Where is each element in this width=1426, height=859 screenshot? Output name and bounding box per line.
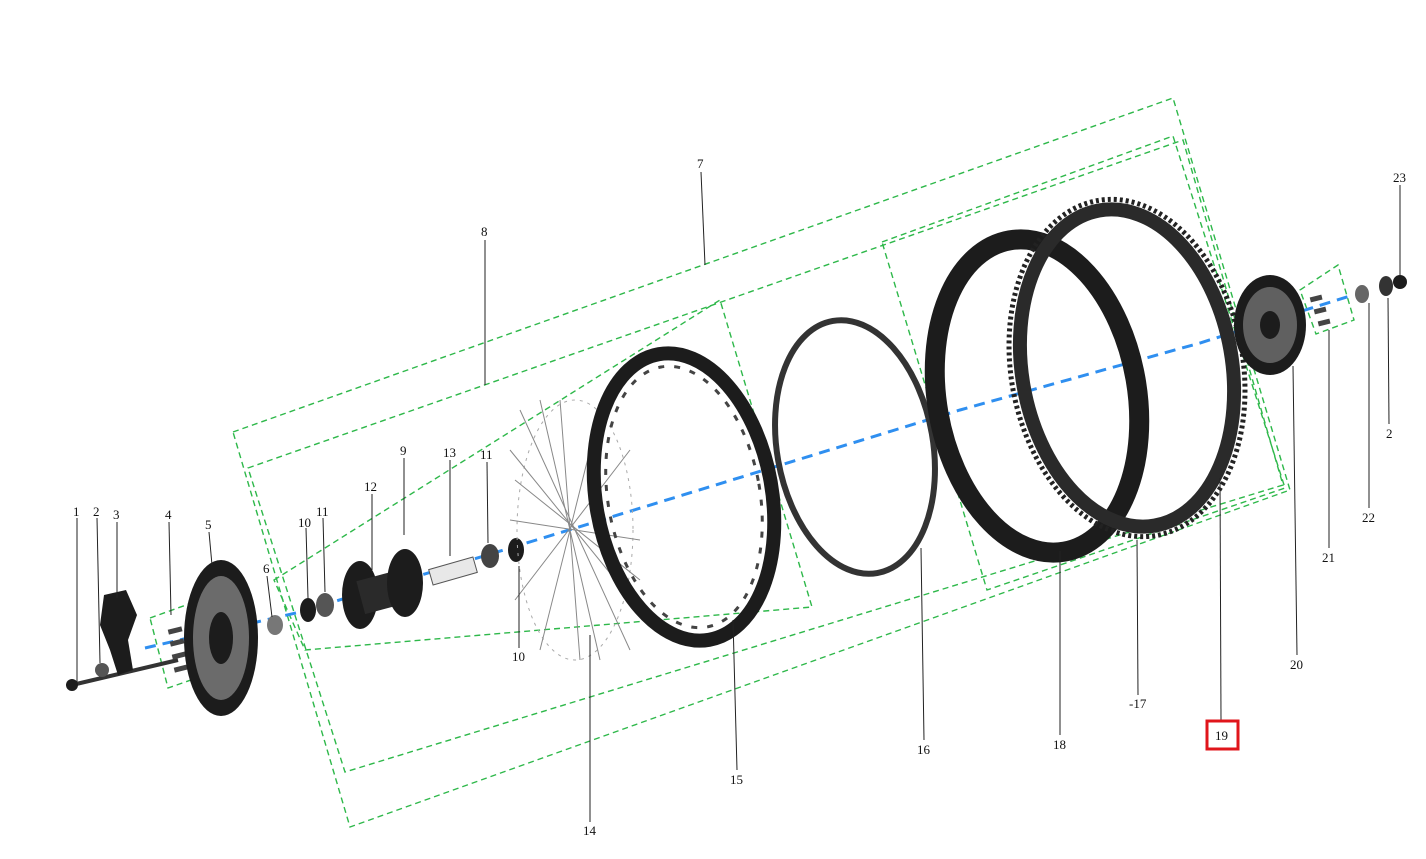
- spacer-tube-part: [428, 556, 478, 586]
- seal-left-part: [300, 598, 316, 622]
- sprocket-bolts-part: [1309, 294, 1331, 327]
- spokes-part: [509, 399, 641, 661]
- callout-19-highlight: [1205, 719, 1240, 751]
- callout-1: 1: [73, 504, 80, 519]
- rim-part: [586, 346, 782, 648]
- callout-18: 18: [1053, 737, 1066, 752]
- bushing-part: [267, 615, 283, 635]
- bearing-left-part: [316, 593, 334, 617]
- sprocket-part: [1234, 275, 1306, 375]
- assembly-8-outline: [247, 139, 1284, 773]
- callout-3: 3: [113, 507, 120, 522]
- callout-21: 21: [1322, 550, 1335, 565]
- callout-8: 8: [481, 224, 488, 239]
- callout-10-left: 10: [298, 515, 311, 530]
- bolts-group-4-outline: [149, 599, 215, 689]
- disc-bolts-part: [167, 626, 189, 673]
- bearing-right-part: [481, 544, 499, 568]
- spacer-right-part: [1355, 285, 1369, 303]
- group-outlines: [149, 97, 1355, 828]
- bolts-group-21-outline: [1299, 263, 1355, 335]
- callout-2-right: 2: [1386, 426, 1393, 441]
- callout-2: 2: [93, 504, 100, 519]
- callout-9: 9: [400, 443, 407, 458]
- callout-14: 14: [583, 823, 597, 838]
- rim-tape-part: [772, 317, 938, 577]
- callout-10-right: 10: [512, 649, 525, 664]
- caliper-bracket-part: [100, 590, 137, 675]
- axle-nut-part: [1393, 275, 1407, 289]
- spacer-part: [95, 663, 109, 677]
- callout-12: 12: [364, 479, 377, 494]
- callout-7: 7: [697, 156, 704, 171]
- callout-11-left: 11: [316, 504, 329, 519]
- inner-tube-part: [924, 229, 1150, 563]
- hub-group-9-outline: [273, 298, 813, 651]
- assembly-7-outline: [232, 97, 1291, 828]
- parts: [66, 196, 1407, 716]
- callout-6: 6: [263, 561, 270, 576]
- callout-13: 13: [443, 445, 456, 460]
- callout-22: 22: [1362, 510, 1375, 525]
- callout-17: -17: [1129, 696, 1147, 711]
- callout-5: 5: [205, 517, 212, 532]
- callout-11-right: 11: [480, 447, 493, 462]
- callout-4: 4: [165, 507, 172, 522]
- callout-15: 15: [730, 772, 743, 787]
- brake-disc-part: [184, 560, 258, 716]
- callout-16: 16: [917, 742, 931, 757]
- callout-19: 19: [1215, 728, 1228, 743]
- leader-lines: [76, 171, 1401, 822]
- hub-part: [342, 549, 423, 629]
- spacer-far-right-part: [1379, 276, 1393, 296]
- callout-23: 23: [1393, 170, 1406, 185]
- callout-20: 20: [1290, 657, 1303, 672]
- callout-labels: 1 2 3 4 5 6 7 8 9 10 10 11 11 12 13 14 1…: [73, 156, 1406, 838]
- seal-right-part: [508, 538, 524, 562]
